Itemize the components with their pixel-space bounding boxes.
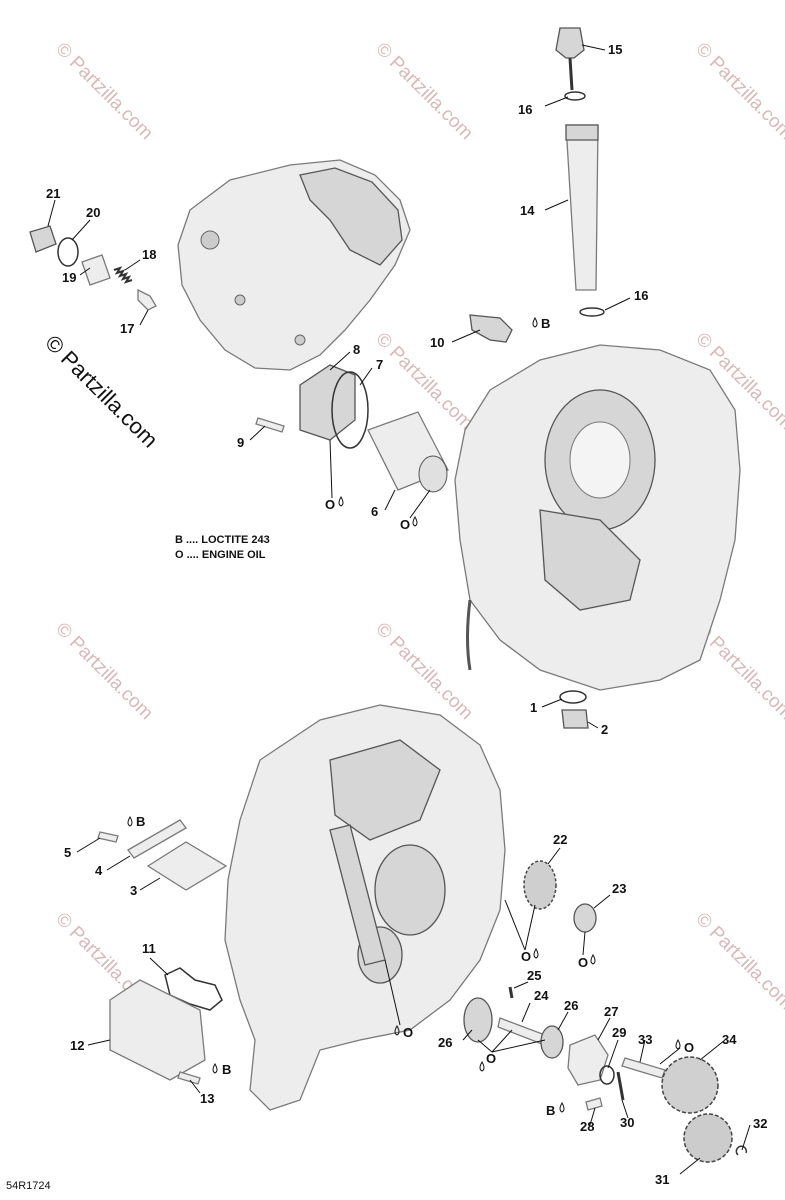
callout-10: 10 [430, 335, 444, 350]
callout-26-left: 26 [438, 1035, 452, 1050]
callout-21: 21 [46, 186, 60, 201]
oil-mark-case: O [394, 1024, 413, 1040]
callout-27: 27 [604, 1004, 618, 1019]
oil-mark-23: O [578, 953, 596, 970]
callout-17: 17 [120, 321, 134, 336]
small-parts-illustration [29, 27, 748, 1163]
callout-16-bottom: 16 [634, 288, 648, 303]
loctite-mark-28: B [546, 1101, 565, 1118]
legend: B .... LOCTITE 243 O .... ENGINE OIL [175, 533, 270, 563]
oil-letter-case: O [403, 1025, 413, 1040]
callout-11: 11 [142, 941, 156, 956]
callout-18: 18 [142, 247, 156, 262]
watermark-6: © Partzilla.com [51, 619, 156, 724]
loctite-letter-13: B [222, 1062, 231, 1077]
callout-15: 15 [608, 42, 622, 57]
watermark-3: © Partzilla.com [691, 39, 785, 144]
callout-1: 1 [530, 700, 537, 715]
callout-22: 22 [553, 832, 567, 847]
callout-32: 32 [753, 1116, 767, 1131]
oil-letter-26: O [486, 1051, 496, 1066]
lower-crankcase-illustration [224, 704, 506, 1111]
callout-4: 4 [95, 863, 103, 878]
oil-letter-22: O [521, 949, 531, 964]
watermark-2: © Partzilla.com [371, 39, 476, 144]
callout-2: 2 [601, 722, 608, 737]
callout-numbers: 21 20 18 19 17 15 16 14 16 10 8 7 9 6 1 … [46, 42, 767, 1187]
watermark-10: © Partzilla.com [691, 909, 785, 1014]
callout-23: 23 [612, 881, 626, 896]
callout-31: 31 [655, 1172, 669, 1187]
oil-mark-33: O [675, 1038, 694, 1055]
callout-5: 5 [64, 845, 71, 860]
callout-13: 13 [200, 1091, 214, 1106]
legend-loctite: B .... LOCTITE 243 [175, 534, 270, 546]
callout-14: 14 [520, 203, 535, 218]
reference-code: 54R1724 [6, 1180, 51, 1192]
callout-16-top: 16 [518, 102, 532, 117]
callout-19: 19 [62, 270, 76, 285]
callout-25: 25 [527, 968, 541, 983]
callout-29: 29 [612, 1025, 626, 1040]
callout-26-right: 26 [564, 998, 578, 1013]
loctite-letter-5: B [136, 814, 145, 829]
callout-24: 24 [534, 988, 549, 1003]
callout-20: 20 [86, 205, 100, 220]
callout-33: 33 [638, 1032, 652, 1047]
callout-6: 6 [371, 504, 378, 519]
callout-12: 12 [70, 1038, 84, 1053]
oil-mark-6a: O [325, 495, 344, 512]
callout-7: 7 [376, 357, 383, 372]
material-marks: B O O B B B O O O [127, 316, 694, 1118]
oil-letter-6a: O [325, 497, 335, 512]
callout-28: 28 [580, 1119, 594, 1134]
case-cover-illustration [177, 159, 411, 371]
oil-mark-26: O [479, 1051, 496, 1072]
oil-mark-6b: O [400, 515, 418, 532]
oil-letter-33: O [684, 1040, 694, 1055]
oil-letter-6b: O [400, 517, 410, 532]
loctite-letter-28: B [546, 1103, 555, 1118]
watermark-4: © Partzilla.com [371, 329, 476, 434]
callout-9: 9 [237, 435, 244, 450]
watermark-1: © Partzilla.com [51, 39, 156, 144]
loctite-mark-5: B [127, 814, 145, 829]
callout-3: 3 [130, 883, 137, 898]
loctite-mark-10: B [532, 316, 550, 331]
legend-engine-oil: O .... ENGINE OIL [175, 549, 266, 561]
callout-30: 30 [620, 1115, 634, 1130]
oil-letter-23: O [578, 955, 588, 970]
upper-crankcase-illustration [454, 344, 741, 691]
oil-mark-22: O [521, 947, 539, 964]
callout-8: 8 [353, 342, 360, 357]
callout-34: 34 [722, 1032, 737, 1047]
loctite-mark-13: B [212, 1062, 231, 1077]
leader-lines [47, 44, 751, 1175]
loctite-letter-10: B [541, 316, 550, 331]
